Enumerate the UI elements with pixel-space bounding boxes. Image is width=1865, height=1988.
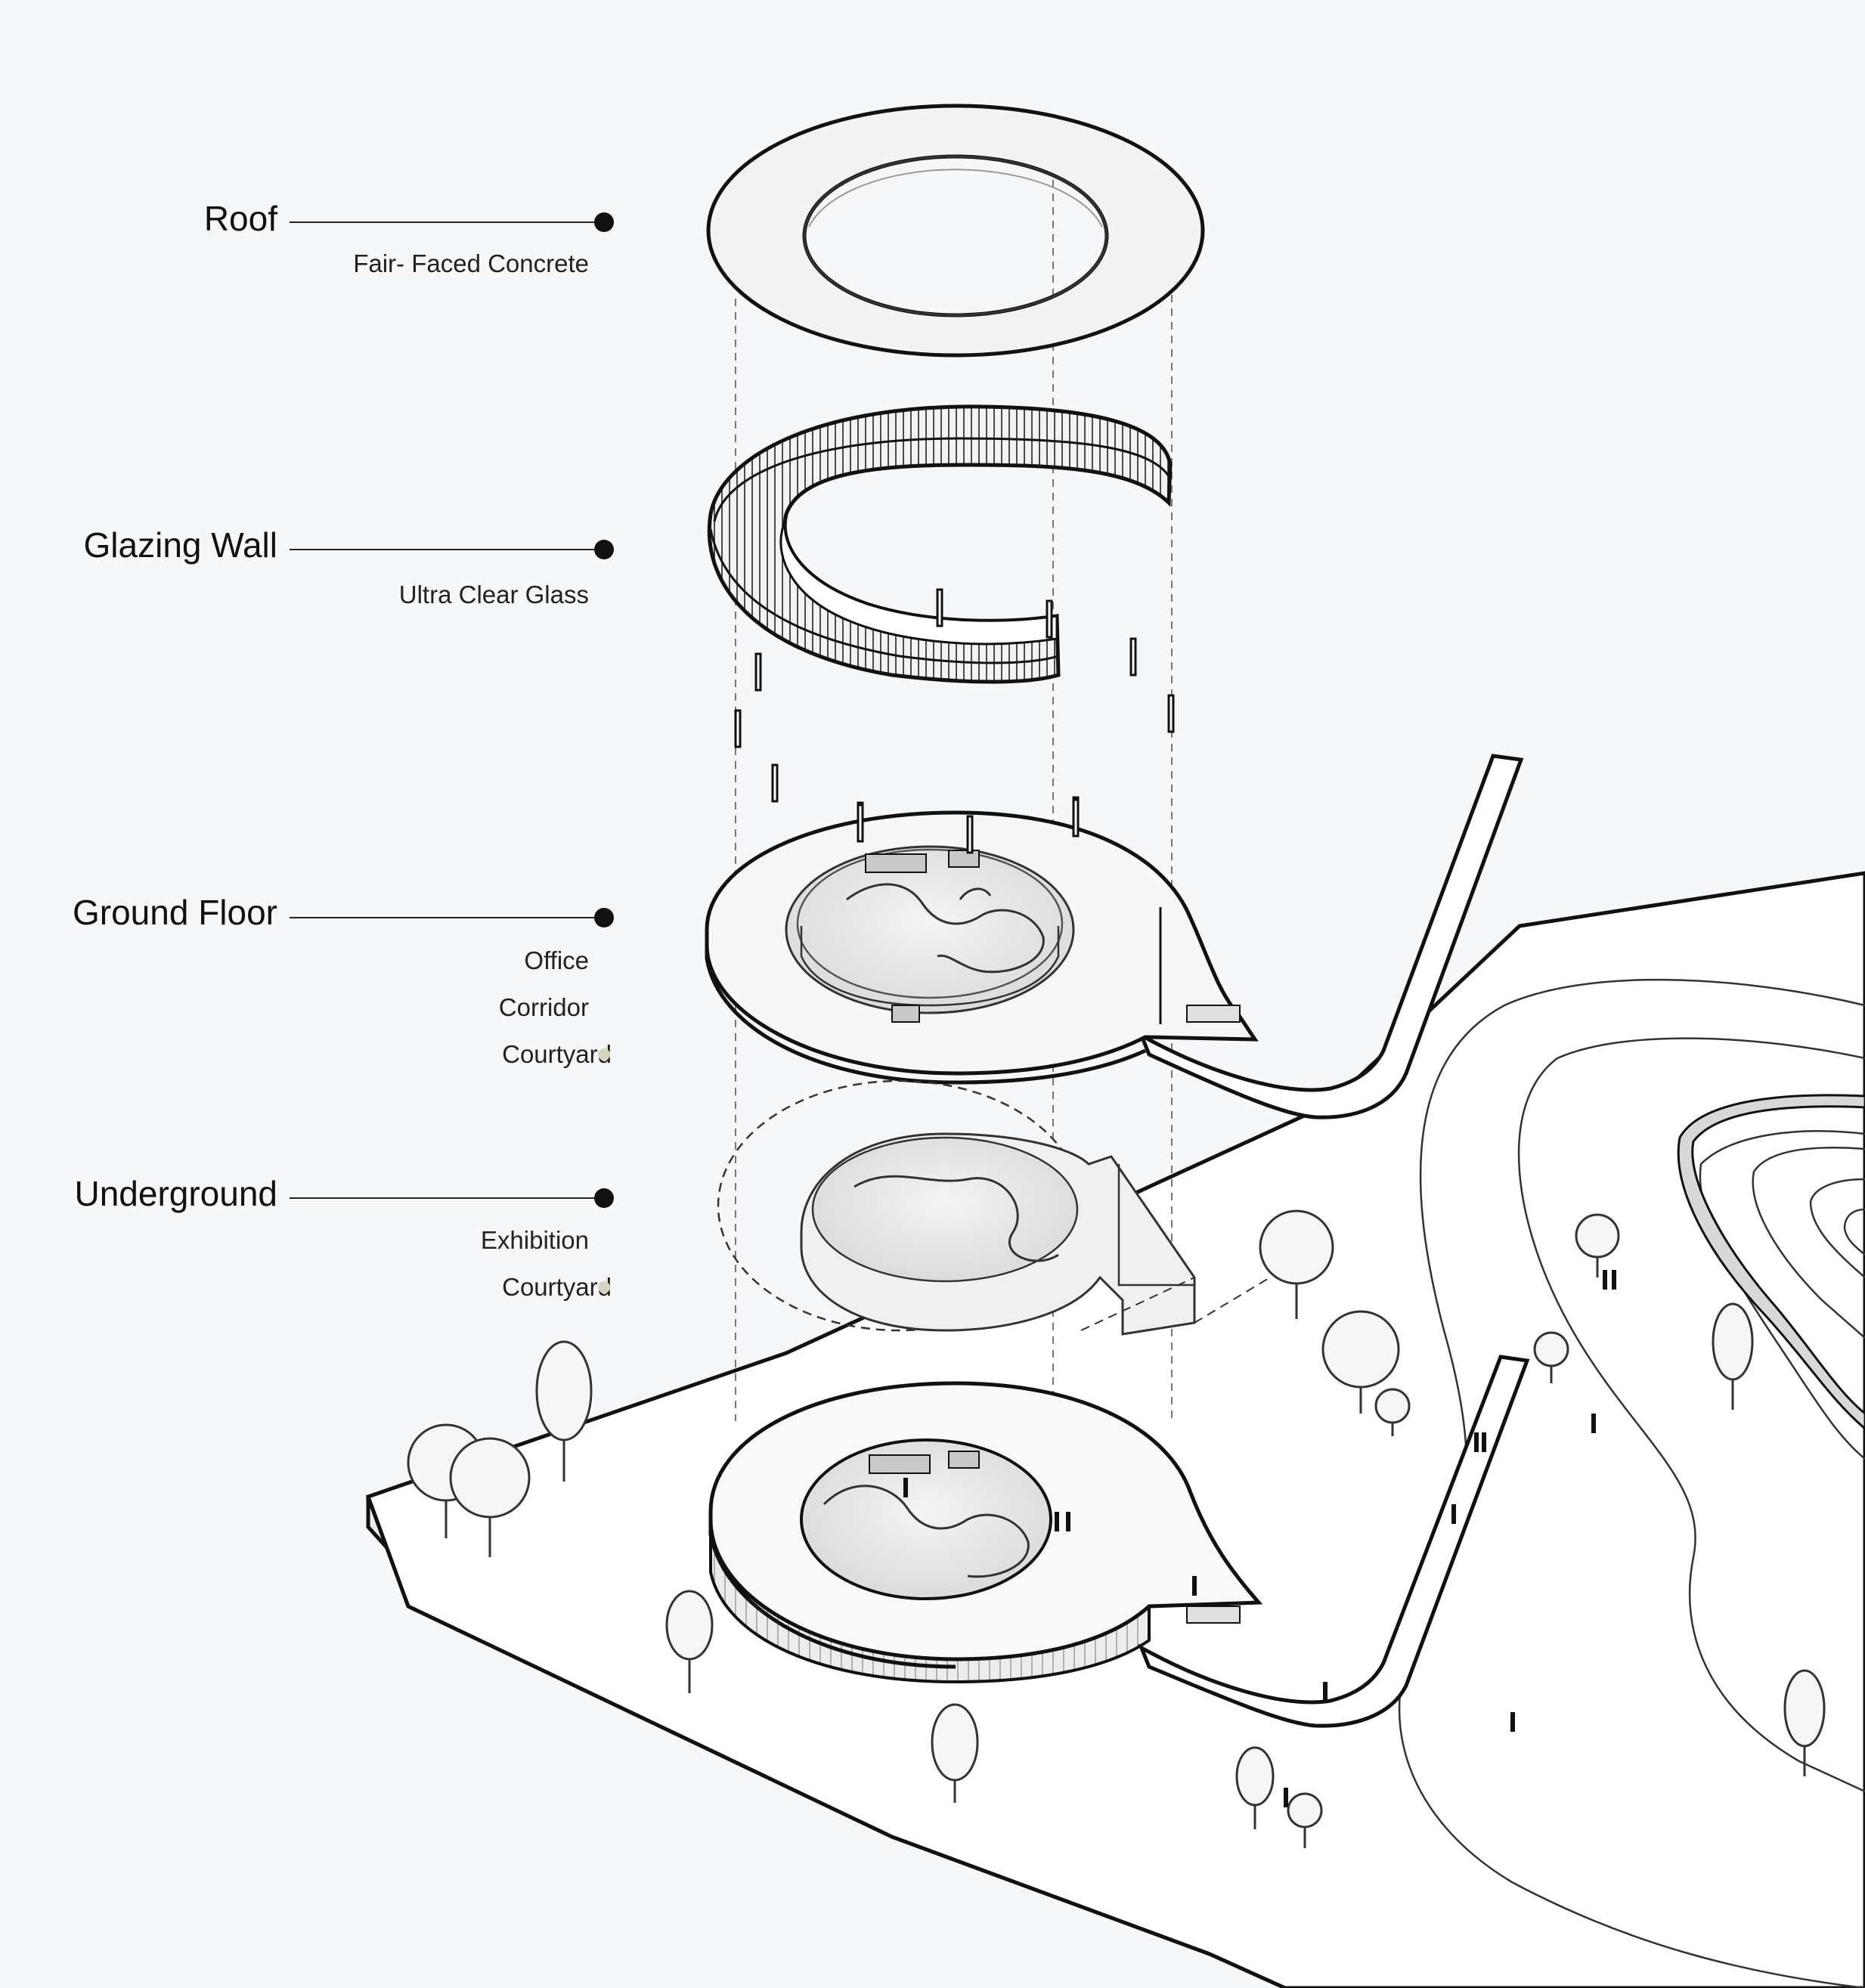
- layer-title-glazing-wall: Glazing Wall: [83, 525, 277, 565]
- leader-line-glazing-wall: [290, 549, 599, 550]
- tree-icon: [1783, 1669, 1826, 1776]
- assembled-building: [708, 1355, 1530, 1728]
- program-label-courtyard: Courtyard: [502, 1040, 612, 1069]
- tree-icon: [1712, 1302, 1754, 1410]
- person-icon: [1451, 1504, 1456, 1524]
- program-label-courtyard: Courtyard: [502, 1273, 612, 1302]
- courtyard-label: Courtyard: [502, 1273, 612, 1301]
- tree-icon: [1321, 1310, 1400, 1414]
- person-icon: [1055, 1512, 1059, 1531]
- person-icon: [1510, 1712, 1515, 1732]
- tree-icon: [1259, 1209, 1334, 1319]
- courtyard-marker-icon: [598, 1048, 610, 1061]
- roof-ring: [706, 104, 1205, 358]
- person-icon: [1066, 1512, 1070, 1531]
- person-icon: [1603, 1270, 1607, 1290]
- people: [903, 1270, 1616, 1807]
- tree-icon: [1374, 1388, 1411, 1436]
- person-icon: [1591, 1414, 1596, 1433]
- leader-dot-icon: [594, 212, 614, 232]
- leader-dot-icon: [594, 540, 614, 559]
- tree-icon: [535, 1340, 593, 1482]
- layer-title-ground-floor: Ground Floor: [72, 893, 277, 932]
- program-label-exhibition: Exhibition: [480, 1226, 589, 1254]
- person-icon: [1192, 1576, 1197, 1596]
- person-icon: [1474, 1432, 1479, 1452]
- material-label-roof: Fair- Faced Concrete: [353, 249, 589, 277]
- tree-icon: [1533, 1331, 1569, 1383]
- leader-line-ground-floor: [290, 917, 599, 918]
- courtyard-label: Courtyard: [502, 1040, 612, 1068]
- program-label-office: Office: [524, 946, 589, 974]
- layer-title-underground: Underground: [74, 1174, 277, 1213]
- tree-icon: [1575, 1213, 1620, 1277]
- tree-icon: [931, 1703, 979, 1803]
- underground-volume: [717, 1079, 1271, 1336]
- courtyard-marker-icon: [598, 1281, 610, 1293]
- leader-dot-icon: [594, 1188, 614, 1208]
- tree-icon: [449, 1437, 531, 1557]
- person-icon: [1612, 1270, 1616, 1290]
- person-icon: [1482, 1432, 1486, 1452]
- leader-line-roof: [290, 221, 599, 223]
- ground-floor-slab: [705, 754, 1524, 1119]
- tree-icon: [1235, 1746, 1275, 1829]
- person-icon: [1284, 1788, 1288, 1807]
- leader-dot-icon: [594, 908, 614, 927]
- tree-icon: [1287, 1792, 1323, 1848]
- leader-line-underground: [290, 1197, 599, 1199]
- person-icon: [1323, 1682, 1327, 1702]
- material-label-glazing-wall: Ultra Clear Glass: [398, 581, 589, 608]
- alignment-guides: [735, 166, 1173, 1421]
- tree-icon: [665, 1590, 714, 1693]
- program-label-corridor: Corridor: [498, 993, 589, 1021]
- trees: [407, 1209, 1826, 1848]
- person-icon: [903, 1478, 908, 1497]
- glazing-wall: [707, 404, 1175, 850]
- layer-title-roof: Roof: [203, 199, 277, 238]
